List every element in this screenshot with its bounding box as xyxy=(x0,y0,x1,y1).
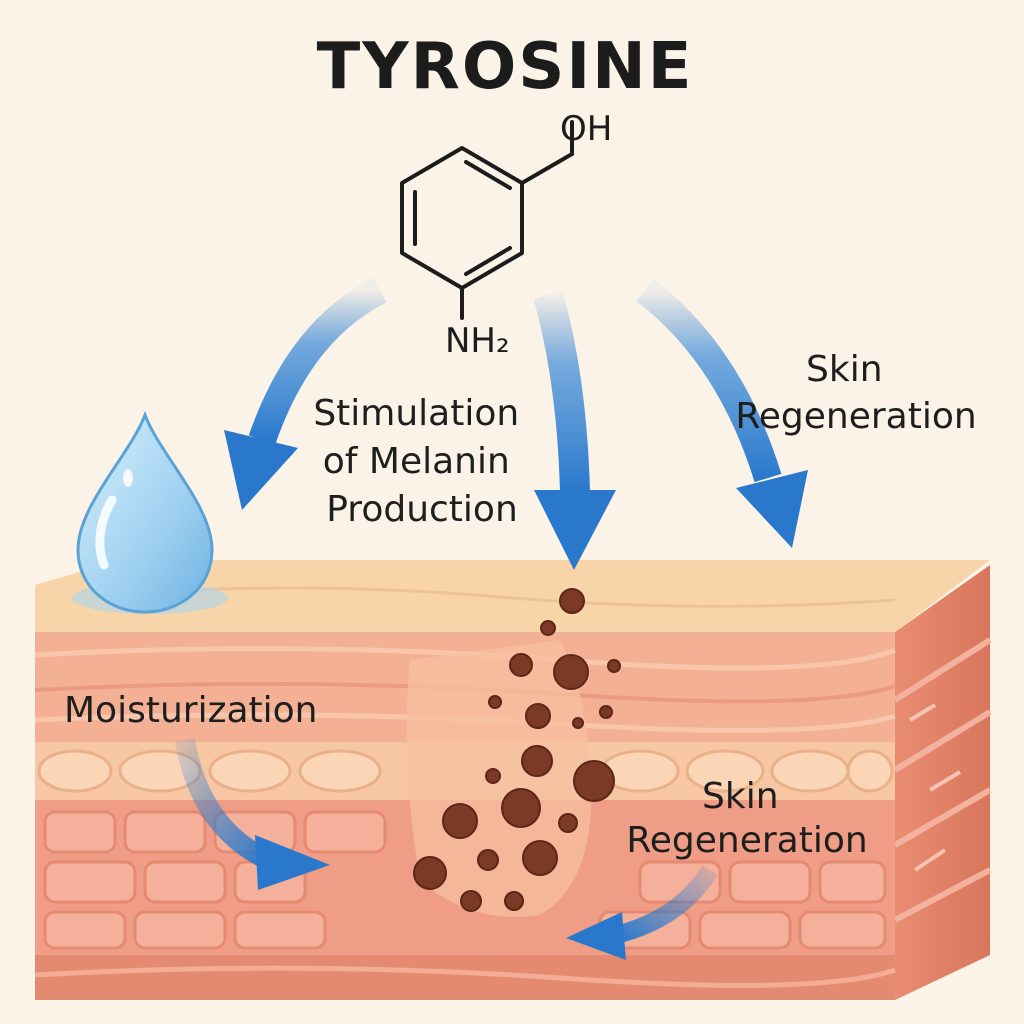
curved-arrow-icon xyxy=(224,277,387,510)
melanin-granule-icon xyxy=(599,705,613,719)
melanin-granule-icon xyxy=(413,856,447,890)
melanin-granule-icon xyxy=(488,695,502,709)
curved-arrow-icon xyxy=(566,865,718,960)
amine-label: NH₂ xyxy=(445,321,510,361)
melanin-granule-icon xyxy=(607,659,621,673)
melanin-granule-icon xyxy=(501,788,541,828)
melanin-granule-icon xyxy=(521,745,553,777)
melanin-granule-icon xyxy=(485,768,501,784)
melanin-granule-icon xyxy=(540,620,556,636)
melanin-granule-icon xyxy=(477,849,499,871)
melanin-granule-icon xyxy=(442,803,478,839)
melanin-granule-icon xyxy=(559,588,585,614)
melanin-granule-icon xyxy=(573,760,615,802)
curved-arrow-icon xyxy=(175,738,330,890)
melanin-granule-icon xyxy=(525,703,551,729)
tyrosine-structure xyxy=(400,120,574,320)
melanin-granule-icon xyxy=(460,890,482,912)
melanin-granule-icon xyxy=(558,813,578,833)
hydroxyl-label: OH xyxy=(560,109,612,149)
melanin-granule-icon xyxy=(504,891,524,911)
diagram-title: TYROSINE xyxy=(317,30,694,104)
melanin-granule-icon xyxy=(522,840,558,876)
melanin-label: Stimulation of Melanin Production xyxy=(313,393,530,530)
melanin-granule-icon xyxy=(553,654,589,690)
moisturization-label: Moisturization xyxy=(64,690,318,731)
melanin-granules xyxy=(413,588,621,912)
melanin-granule-icon xyxy=(509,653,533,677)
skin-top-face xyxy=(35,560,990,632)
curved-arrow-icon xyxy=(636,278,808,548)
regeneration-label-bottom: Skin Regeneration xyxy=(626,776,867,861)
water-drop-icon xyxy=(72,410,228,614)
curved-arrow-icon xyxy=(533,290,616,570)
regeneration-label-top: Skin Regeneration xyxy=(735,349,976,437)
melanin-granule-icon xyxy=(572,717,584,729)
skin-cross-section xyxy=(34,560,992,1000)
